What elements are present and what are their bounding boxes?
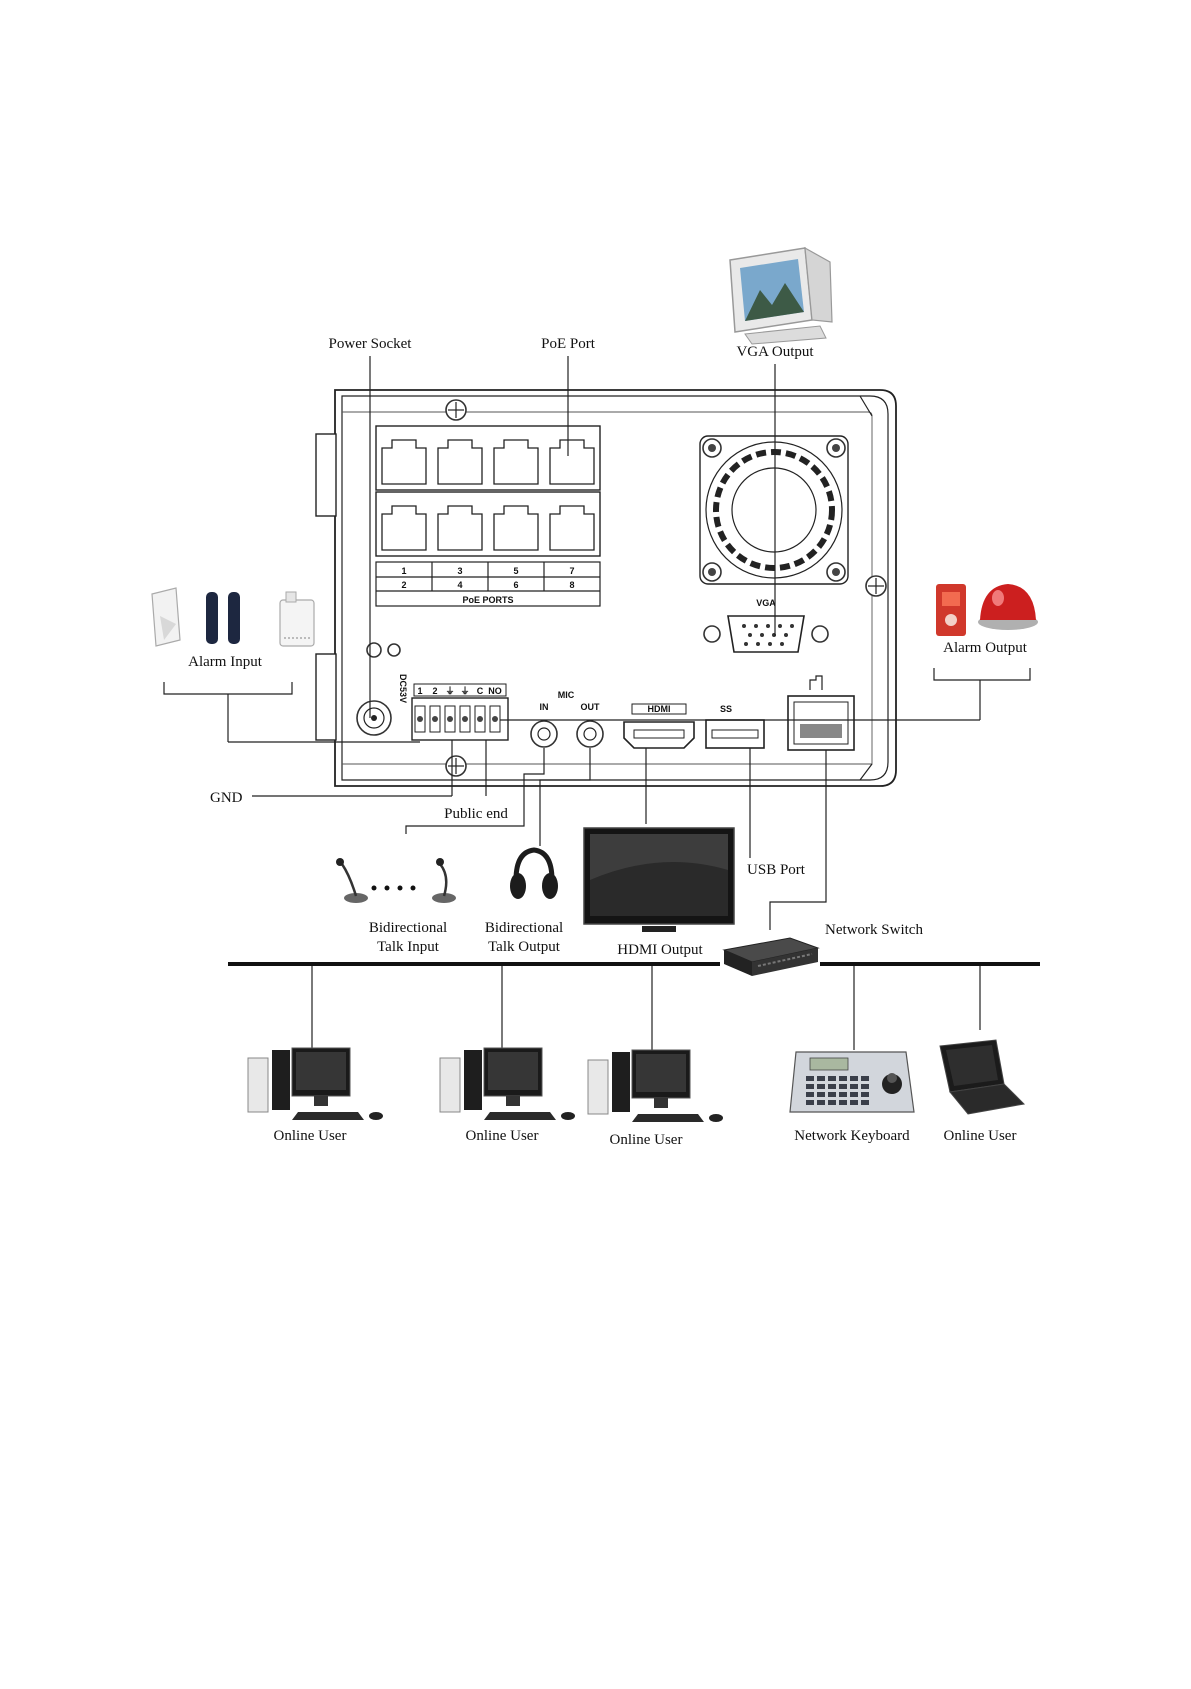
usb-panel-label: SS <box>720 704 732 714</box>
alarm-terminal <box>460 706 470 732</box>
alarm-terminal <box>430 706 440 732</box>
dc-label: DC53V <box>398 674 408 703</box>
poe-number: 8 <box>569 580 574 590</box>
alarm-input-devices-icon <box>152 588 314 646</box>
network-keyboard-icon <box>790 1052 914 1112</box>
poe-number: 1 <box>401 566 406 576</box>
hdmi-panel-label: HDMI <box>648 704 671 714</box>
poe-number: 2 <box>401 580 406 590</box>
alarm-terminal <box>490 706 500 732</box>
poe-number: 7 <box>569 566 574 576</box>
online-user-label: Online User <box>944 1128 1017 1144</box>
hdmi-tv-icon <box>584 828 734 932</box>
talk-output-label-line2: Talk Output <box>488 939 561 955</box>
vga-monitor-icon <box>730 248 832 344</box>
network-bus <box>228 964 1040 1050</box>
poe-number: 5 <box>513 566 518 576</box>
network-switch-label: Network Switch <box>825 922 923 938</box>
desktop-computer-icon <box>248 1048 383 1120</box>
screw-bottom-icon <box>446 756 466 776</box>
headphones-icon <box>510 850 558 899</box>
poe-ports-title: PoE PORTS <box>462 595 513 605</box>
alarm-terminal-label: ⏚ <box>445 686 454 696</box>
hdmi-connector: HDMI <box>624 704 694 748</box>
screw-top-icon <box>446 400 466 420</box>
mic-out-label: OUT <box>581 702 601 712</box>
usb-port-label: USB Port <box>747 862 806 878</box>
alarm-terminal-label: 2 <box>432 686 437 696</box>
talk-input-label-line2: Talk Input <box>377 939 440 955</box>
talk-output-label-line1: Bidirectional <box>485 920 563 936</box>
online-user-label: Online User <box>610 1132 683 1148</box>
mic-label: MIC <box>558 690 575 700</box>
laptop-icon <box>940 1040 1024 1114</box>
online-user-label: Online User <box>466 1128 539 1144</box>
vga-panel-label: VGA <box>756 598 776 608</box>
poe-port-block: 1 3 5 7 2 4 6 8 PoE PORTS <box>376 426 600 606</box>
fan-icon <box>700 436 848 584</box>
alarm-output-label: Alarm Output <box>943 640 1028 656</box>
network-switch-icon <box>724 938 818 976</box>
poe-number: 6 <box>513 580 518 590</box>
vga-output-label: VGA Output <box>736 344 814 360</box>
alarm-input-label: Alarm Input <box>188 654 263 670</box>
alarm-output-devices-icon <box>936 584 1038 636</box>
alarm-terminal <box>415 706 425 732</box>
desktop-computer-icon <box>440 1048 575 1120</box>
poe-port-label: PoE Port <box>541 336 596 352</box>
poe-number: 4 <box>457 580 462 590</box>
alarm-terminal-label: NO <box>488 686 502 696</box>
talk-input-label-line1: Bidirectional <box>369 920 447 936</box>
desktop-computer-icon <box>588 1050 723 1122</box>
alarm-terminal <box>475 706 485 732</box>
gnd-label: GND <box>210 790 243 806</box>
microphone-icon <box>336 858 456 903</box>
mic-in-label: IN <box>540 702 549 712</box>
nvr-rear-panel: 1 3 5 7 2 4 6 8 PoE PORTS VGA <box>316 390 896 786</box>
online-user-label: Online User <box>274 1128 347 1144</box>
alarm-terminal-label: 1 <box>417 686 422 696</box>
public-end-label: Public end <box>444 806 508 822</box>
alarm-terminal-label: ⏚ <box>460 686 469 696</box>
poe-number: 3 <box>457 566 462 576</box>
power-socket-label: Power Socket <box>329 336 413 352</box>
alarm-terminal-label: C <box>477 686 484 696</box>
alarm-terminal <box>445 706 455 732</box>
network-keyboard-label: Network Keyboard <box>794 1128 910 1144</box>
hdmi-output-label: HDMI Output <box>617 942 703 958</box>
screw-right-icon <box>866 576 886 596</box>
